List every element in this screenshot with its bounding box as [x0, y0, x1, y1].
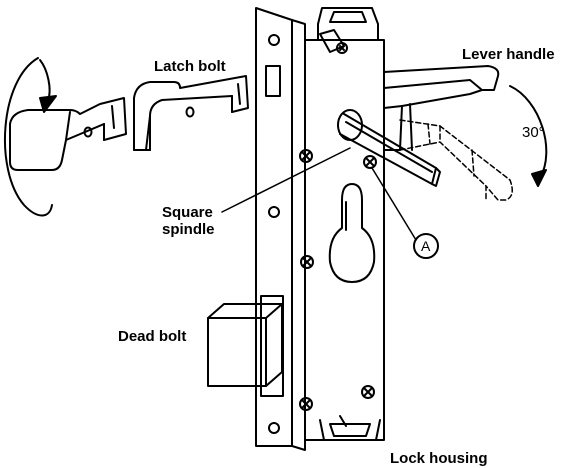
angle-arc: [509, 85, 548, 187]
latch-bolt: [133, 75, 249, 151]
latch-bolt-rotated: [9, 97, 127, 171]
square-spindle: [337, 109, 441, 187]
screws: [299, 149, 377, 411]
callout-a-label: A: [421, 238, 431, 254]
lock-housing: [291, 7, 385, 451]
rotation-arrow: [3, 57, 57, 217]
lever-handle-label: Lever handle: [462, 46, 555, 63]
latch-bolt-label: Latch bolt: [154, 58, 226, 75]
lock-housing-label: Lock housing: [390, 450, 488, 467]
leader-lines: [221, 147, 417, 241]
lever-handle: [383, 65, 500, 151]
keyhole-slot: [328, 183, 376, 283]
lever-handle-rotated: [399, 119, 513, 201]
square-spindle-label-1: Square: [162, 204, 213, 221]
dead-bolt: [207, 303, 283, 387]
dead-bolt-label: Dead bolt: [118, 328, 187, 345]
angle-label: 30°: [522, 124, 545, 141]
square-spindle-label-2: spindle: [162, 221, 215, 238]
callout-a-circle: [413, 233, 439, 259]
